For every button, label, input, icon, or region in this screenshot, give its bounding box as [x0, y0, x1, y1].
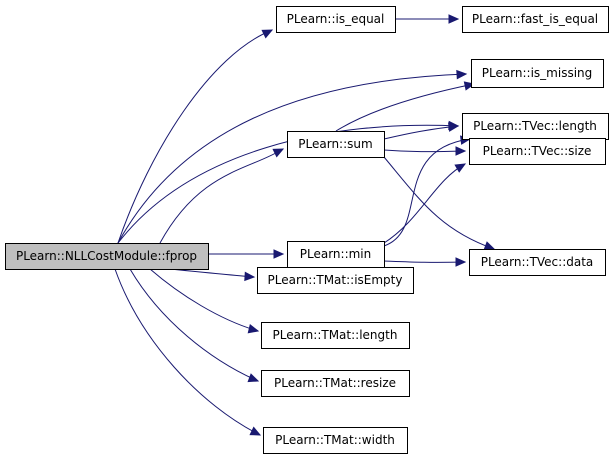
- arrowhead-icon: [273, 249, 285, 259]
- arrowhead-icon: [272, 148, 285, 158]
- edge-line: [169, 268, 255, 278]
- node-label: PLearn::TVec::data: [481, 255, 594, 269]
- edge-sum-to-tvec_data: [383, 156, 496, 251]
- node-box[interactable]: [263, 427, 408, 454]
- node-label: PLearn::TVec::size: [483, 144, 592, 158]
- node-box[interactable]: [462, 113, 609, 140]
- node-box[interactable]: [471, 59, 604, 88]
- node-label: PLearn::fast_is_equal: [472, 12, 598, 26]
- arrowhead-icon: [448, 14, 460, 24]
- edge-line: [117, 73, 467, 244]
- node-min[interactable]: PLearn::min: [287, 241, 385, 268]
- node-label: PLearn::is_missing: [482, 66, 593, 80]
- node-label: PLearn::TVec::length: [473, 119, 597, 133]
- edge-fprop-to-tmat_isempty: [169, 268, 256, 282]
- node-is-equal[interactable]: PLearn::is_equal: [276, 6, 396, 33]
- edge-line: [383, 138, 471, 247]
- edge-line: [129, 268, 259, 382]
- edge-sum-to-tvec_length: [383, 122, 460, 140]
- node-label: PLearn::TMat::length: [273, 328, 398, 342]
- arrowhead-icon: [244, 271, 256, 282]
- call-graph-nodes: PLearn::NLLCostModule::fprop PLearn::is_e…: [5, 6, 609, 454]
- arrowhead-icon: [483, 241, 496, 251]
- arrowhead-icon: [455, 146, 467, 156]
- node-tmat-isempty[interactable]: PLearn::TMat::isEmpty: [257, 267, 414, 294]
- edge-fprop-to-tmat_width: [114, 268, 262, 436]
- edge-line: [383, 125, 459, 140]
- node-box[interactable]: [462, 6, 609, 33]
- arrowhead-icon: [455, 257, 467, 267]
- node-label: PLearn::min: [300, 247, 372, 261]
- edge-sum-to-tvec_size: [383, 146, 467, 156]
- edge-min-to-tvec_data: [383, 257, 467, 267]
- edge-line: [383, 149, 466, 153]
- node-box[interactable]: [5, 243, 209, 270]
- arrowhead-icon: [456, 69, 468, 80]
- arrowhead-icon: [261, 29, 274, 39]
- node-tmat-resize[interactable]: PLearn::TMat::resize: [261, 370, 410, 397]
- node-fprop[interactable]: PLearn::NLLCostModule::fprop: [5, 243, 209, 270]
- edge-line: [383, 156, 495, 250]
- node-label: PLearn::TMat::width: [275, 433, 395, 447]
- node-box[interactable]: [276, 6, 396, 33]
- edge-fprop-to-is_missing: [117, 69, 468, 244]
- edge-min-to-tvec_size: [383, 163, 467, 244]
- edge-is_equal-to-fast_is_equal: [395, 14, 460, 24]
- node-tmat-width[interactable]: PLearn::TMat::width: [263, 427, 408, 454]
- arrowhead-icon: [247, 373, 260, 383]
- node-box[interactable]: [469, 138, 606, 165]
- edge-line: [159, 148, 284, 244]
- node-box[interactable]: [287, 241, 385, 268]
- edge-fprop-to-is_equal: [117, 29, 274, 244]
- node-label: PLearn::NLLCostModule::fprop: [16, 249, 197, 263]
- node-box[interactable]: [257, 267, 414, 294]
- node-sum[interactable]: PLearn::sum: [287, 131, 385, 158]
- node-label: PLearn::TMat::resize: [274, 376, 396, 390]
- node-is-missing[interactable]: PLearn::is_missing: [471, 59, 604, 88]
- call-graph-edges: [114, 14, 496, 436]
- edge-line: [383, 163, 466, 244]
- edge-line: [114, 268, 261, 436]
- edge-line: [383, 260, 466, 263]
- edge-fprop-to-tmat_resize: [129, 268, 260, 383]
- edge-line: [335, 83, 475, 132]
- node-label: PLearn::sum: [298, 137, 372, 151]
- node-tmat-length[interactable]: PLearn::TMat::length: [261, 322, 410, 349]
- node-box[interactable]: [469, 249, 606, 276]
- arrowhead-icon: [247, 324, 260, 334]
- edge-line: [117, 29, 273, 244]
- edge-fprop-to-min: [208, 249, 285, 259]
- node-tvec-size[interactable]: PLearn::TVec::size: [469, 138, 606, 165]
- arrowhead-icon: [454, 163, 467, 173]
- node-box[interactable]: [261, 322, 410, 349]
- node-label: PLearn::TMat::isEmpty: [268, 273, 403, 287]
- node-box[interactable]: [261, 370, 410, 397]
- edge-line: [117, 124, 459, 244]
- node-box[interactable]: [287, 131, 385, 158]
- node-tvec-length[interactable]: PLearn::TVec::length: [462, 113, 609, 140]
- node-tvec-data[interactable]: PLearn::TVec::data: [469, 249, 606, 276]
- arrowhead-icon: [448, 122, 460, 132]
- arrowhead-icon: [249, 426, 262, 436]
- edge-line: [149, 268, 259, 332]
- node-fast-is-equal[interactable]: PLearn::fast_is_equal: [462, 6, 609, 33]
- edge-fprop-to-tmat_length: [149, 268, 260, 334]
- edge-fprop-to-sum: [159, 148, 285, 244]
- node-label: PLearn::is_equal: [287, 12, 385, 26]
